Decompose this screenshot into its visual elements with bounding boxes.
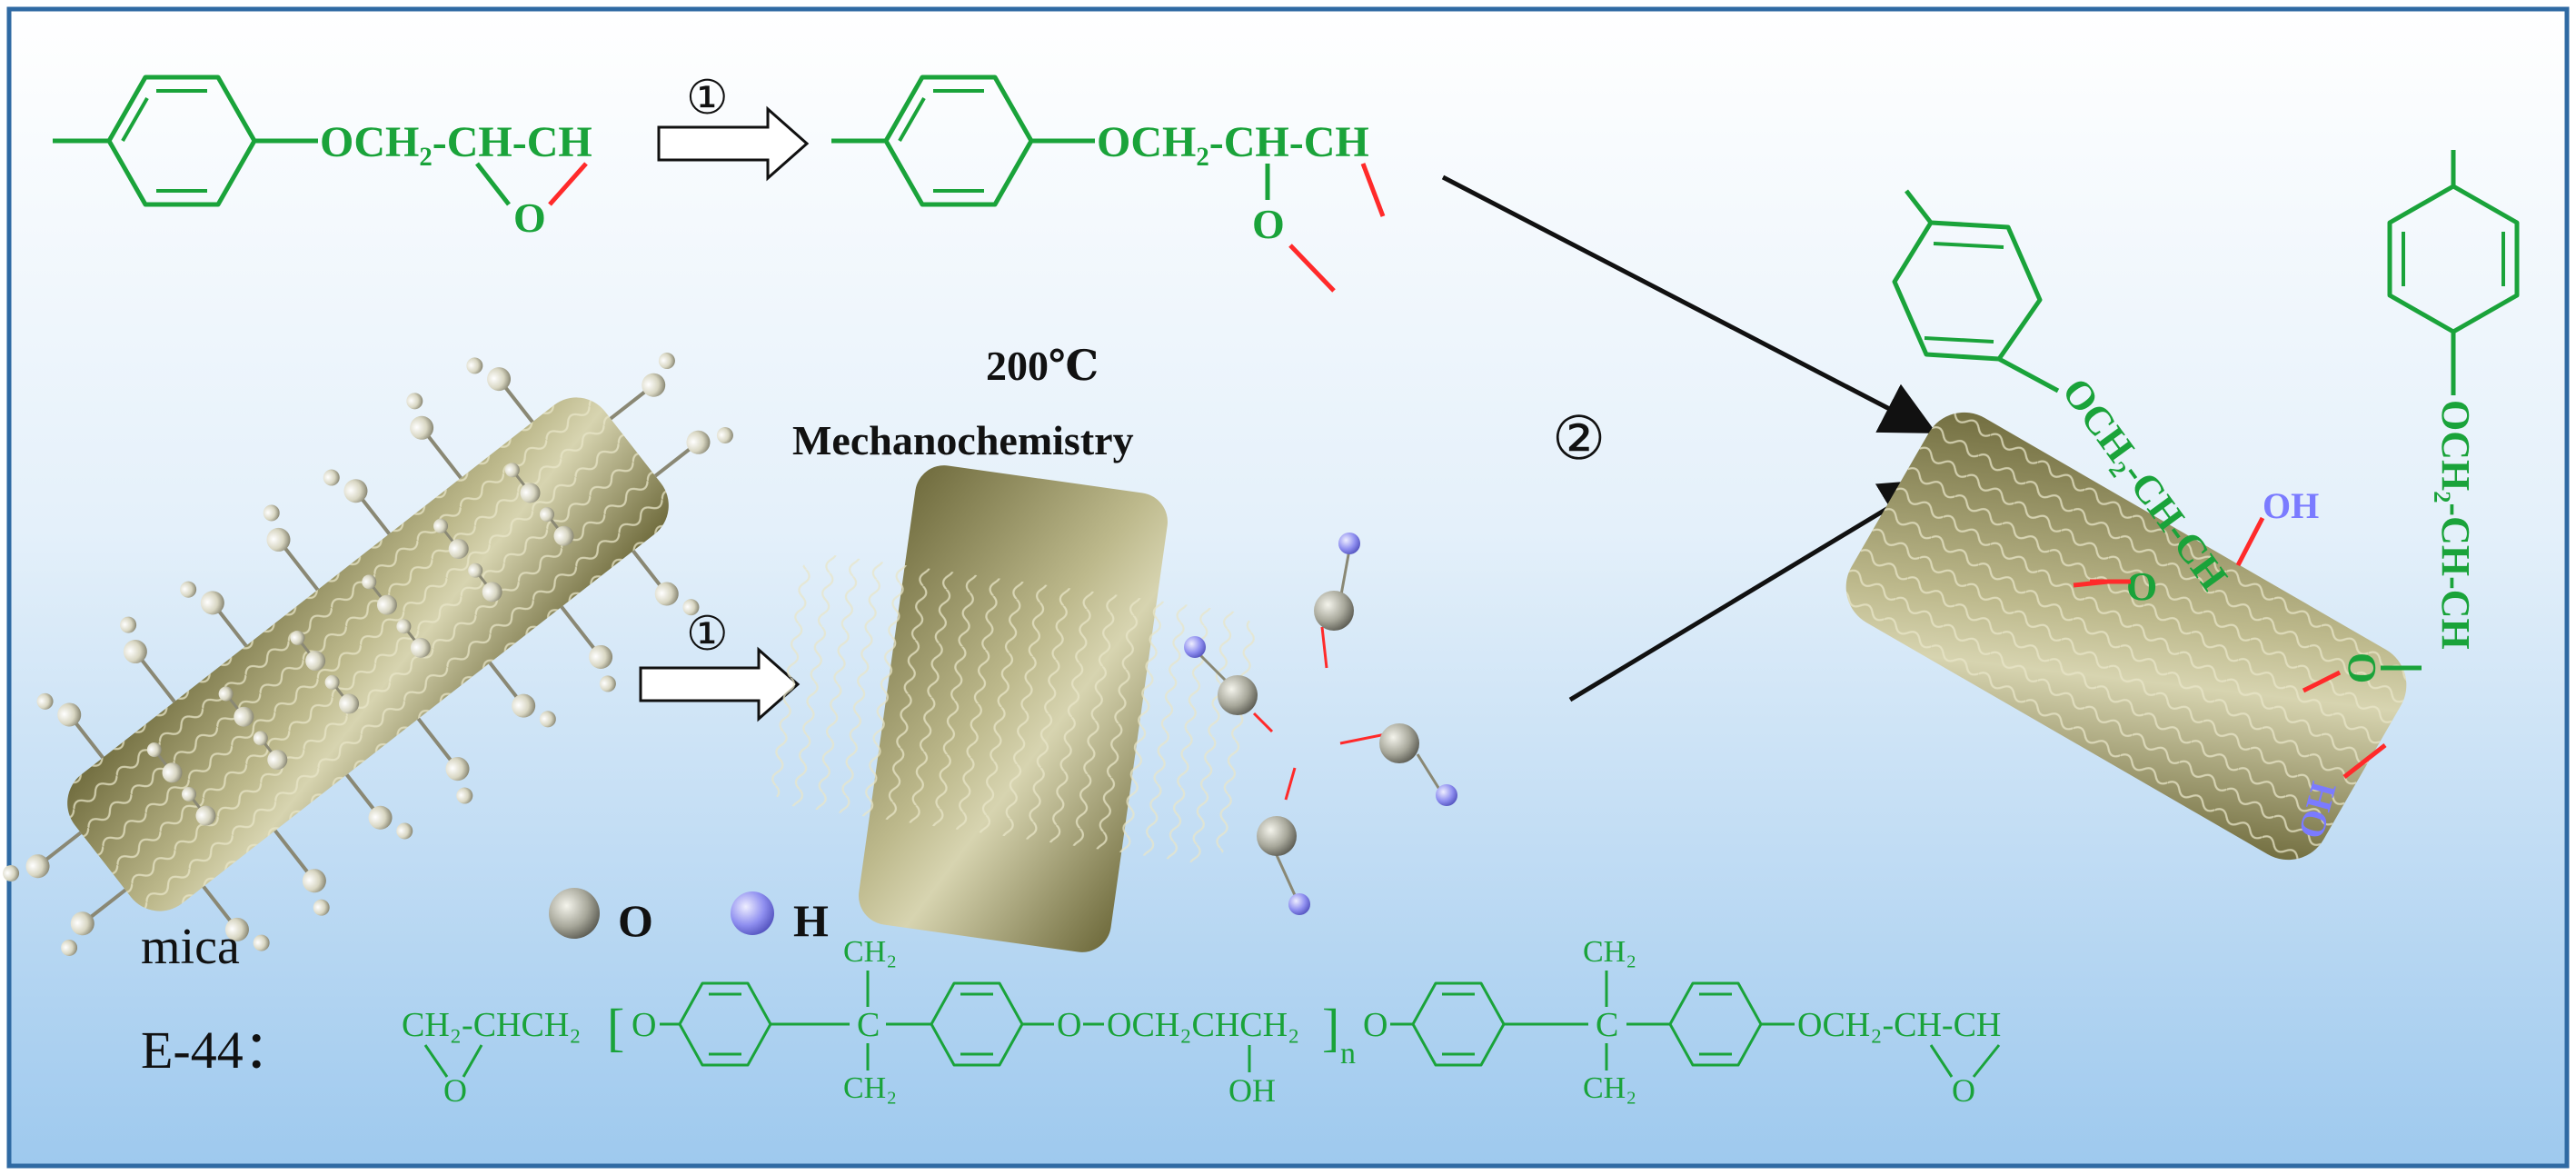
step1-top-arrow [657, 105, 810, 182]
e44-o2: O [1363, 1006, 1387, 1044]
opened-chain-label: OCH₂-CH-CH [1097, 118, 1369, 166]
mica-dehydroxylated [770, 465, 1257, 952]
epoxide-chain-label: OCH₂-CH-CH [320, 118, 592, 166]
e44-formula: E-44： CH₂-CHCH₂ O [ O CH₂ C CH₂ O OCH₂CH… [141, 935, 2001, 1109]
e44-o1: O [632, 1006, 656, 1044]
e44-ch3-top-2: CH₂ [1583, 935, 1636, 969]
released-oh-fragments [1184, 533, 1457, 915]
o-atom-legend-label: O [618, 895, 653, 946]
temperature-label: 200℃ [986, 343, 1099, 389]
h-atom-legend-icon [731, 891, 774, 935]
method-label: Mechanochemistry [792, 417, 1134, 463]
e44-end-group-left: CH₂-CHCH₂ [402, 1006, 582, 1044]
e44-oh: OH [1228, 1072, 1276, 1109]
e44-o-link: O [1057, 1006, 1081, 1044]
opened-molecule: OCH₂-CH-CH O [831, 75, 1386, 293]
o-atom-legend-icon [549, 888, 600, 939]
e44-c1: C [857, 1006, 880, 1044]
arrow-to-product-top [1441, 174, 1937, 433]
step1-middle-arrow [639, 646, 801, 722]
mica-hydroxylated [3, 353, 733, 956]
e44-label: E-44： [141, 1021, 296, 1080]
arrow-to-product-bottom [1568, 479, 1936, 702]
e44-n: n [1340, 1037, 1356, 1070]
e44-c2: C [1596, 1006, 1618, 1044]
e44-end-group-right: OCH₂-CH-CH [1797, 1006, 2001, 1044]
opened-oxygen-label: O [1252, 201, 1285, 247]
epoxide-molecule: OCH₂-CH-CH O [53, 75, 592, 241]
atom-legend: O H [549, 888, 829, 946]
step1-middle-label: ① [686, 609, 729, 661]
product-oxygen-right: O [2340, 652, 2384, 683]
product-oh-left: OH [2263, 485, 2319, 526]
product-chain-right: OCH₂-CH-CH [2433, 400, 2478, 650]
e44-ch3-bot-2: CH₂ [1583, 1071, 1636, 1105]
epoxide-oxygen-label: O [513, 194, 546, 241]
e44-ch3-bot-1: CH₂ [843, 1071, 897, 1105]
h-atom-legend-label: H [793, 895, 829, 946]
e44-epoxy-o-left: O [443, 1072, 467, 1109]
mica-label: mica [141, 919, 240, 975]
e44-bracket-close: ] [1322, 998, 1339, 1057]
e44-middle-chain: OCH₂CHCH₂ [1107, 1006, 1299, 1044]
e44-bracket-open: [ [607, 998, 624, 1057]
step1-top-label: ① [686, 73, 729, 124]
e44-ch3-top-1: CH₂ [843, 935, 897, 969]
e44-epoxy-o-right: O [1952, 1072, 1975, 1109]
step2-label: ② [1552, 406, 1606, 473]
product-oxygen-left: O [2126, 564, 2157, 609]
